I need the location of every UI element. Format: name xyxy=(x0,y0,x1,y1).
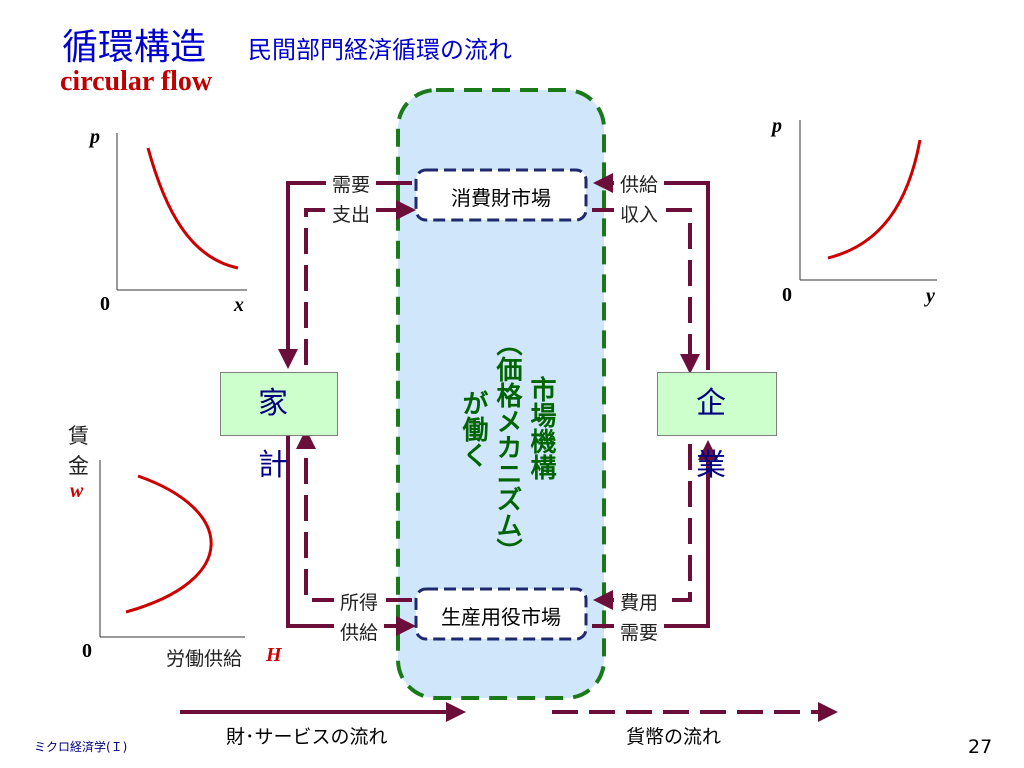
labor-supply-x-label: 労働供給 xyxy=(166,648,243,670)
labor-supply-graph xyxy=(99,460,245,638)
flow-label-revenue: 収入 xyxy=(614,200,664,227)
demand-curve xyxy=(146,147,239,270)
factor-market-box xyxy=(414,587,588,641)
labor-graph-origin: 0 xyxy=(82,640,92,662)
labor-graph-x-axis-label: H xyxy=(266,644,282,666)
flow-label-supply-top: 供給 xyxy=(614,170,664,197)
demand-graph-y-axis-label: p xyxy=(90,126,100,148)
demand-graph-x-axis-label: x xyxy=(234,294,244,316)
wage-label-2: 金 xyxy=(68,454,89,478)
demand-graph xyxy=(116,133,247,291)
page-subtitle: 民間部門経済循環の流れ xyxy=(248,36,512,64)
flow-label-supply-bottom: 供給 xyxy=(334,618,384,645)
flow-label-demand-bottom: 需要 xyxy=(614,618,664,645)
supply-graph-origin: 0 xyxy=(782,284,792,306)
market-mechanism-label: 市場機構 xyxy=(526,376,556,480)
consumer-goods-market-label: 消費財市場 xyxy=(451,186,551,210)
page-title-english: circular flow xyxy=(60,66,213,97)
legend-money-flow: 貨幣の流れ xyxy=(626,726,722,748)
page-title: 循環構造 xyxy=(62,27,207,68)
legend-goods-flow: 財･サービスの流れ xyxy=(226,726,388,748)
market-mechanism-box xyxy=(396,88,606,700)
price-mechanism-label: （価格メカニズム） xyxy=(492,330,522,564)
works-label: が働く xyxy=(458,390,488,468)
flow-label-spending: 支出 xyxy=(326,200,376,227)
page-number: 27 xyxy=(968,736,993,758)
wage-label-1: 賃 xyxy=(68,424,89,448)
supply-graph xyxy=(799,120,937,281)
labor-supply-curve xyxy=(125,474,213,614)
demand-graph-origin: 0 xyxy=(100,293,110,315)
supply-graph-y-axis-label: p xyxy=(772,115,782,137)
flow-label-cost: 費用 xyxy=(614,588,664,615)
flow-label-demand-top: 需要 xyxy=(326,170,376,197)
labor-graph-y-axis-label: w xyxy=(70,480,84,502)
flow-label-income: 所得 xyxy=(334,588,384,615)
supply-graph-x-axis-label: y xyxy=(926,285,935,307)
firm-box: 企 業 xyxy=(657,372,777,483)
consumer-market-box xyxy=(414,168,588,222)
factor-market-label: 生産用役市場 xyxy=(441,605,561,629)
money-flow-lines xyxy=(296,200,838,722)
course-name: ミクロ経済学(Ｉ) xyxy=(34,740,128,754)
household-box: 家 計 xyxy=(220,372,338,483)
supply-curve xyxy=(827,139,922,260)
